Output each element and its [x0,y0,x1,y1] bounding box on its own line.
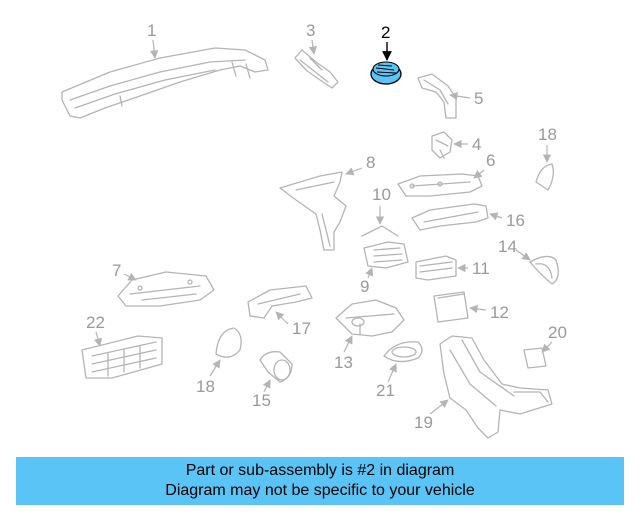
part-4-connector [431,131,453,159]
callout-2: 2 [381,23,390,42]
callout-11: 11 [472,259,490,278]
part-6-long-vent [397,173,483,197]
part-11-square-vent [415,255,457,281]
part-20-flap [523,347,547,369]
info-banner: Part or sub-assembly is #2 in diagram Di… [16,457,624,505]
part-14-curved-vent [529,255,559,285]
part-16-connector-duct [411,203,489,231]
part-9-louvered-vent [363,241,409,269]
callout-22: 22 [86,313,105,332]
part-3-bracket [294,49,339,89]
callout-4: 4 [472,135,481,154]
callout-14: 14 [498,237,517,256]
part-10-clip [361,225,399,237]
part-1-dash-duct [61,47,269,119]
callout-21: 21 [376,381,395,400]
callout-12: 12 [490,303,509,322]
callout-19: 19 [414,413,433,432]
part-2-round-vent-highlighted [370,61,402,85]
part-13-center-housing [335,299,405,337]
callout-9: 9 [360,277,369,296]
callout-13: 13 [334,353,353,372]
part-17-elbow-duct [247,285,313,319]
part-7-tray-vent [117,271,215,307]
callout-5: 5 [474,89,483,108]
callout-8: 8 [366,153,375,172]
parts-diagram: 1 3 2 5 4 18 6 [61,21,567,439]
callout-6: 6 [486,151,495,170]
banner-line-1: Part or sub-assembly is #2 in diagram [185,462,455,479]
callout-20: 20 [548,323,567,342]
callout-1: 1 [147,21,156,40]
callout-18-bottom: 18 [196,377,215,396]
part-22-large-vent [81,335,163,379]
part-18-vent-bottom [215,327,242,358]
part-19-floor-duct [439,335,553,439]
part-15-cylinder-vent [259,351,293,383]
banner-line-2: Diagram may not be specific to your vehi… [165,482,475,499]
part-5-elbow-hose [417,73,457,119]
callout-7: 7 [112,261,121,280]
callout-10: 10 [372,185,391,204]
part-12-rect-vent [433,291,469,323]
callout-3: 3 [306,21,315,40]
callout-15: 15 [252,391,271,410]
part-21-oval-vent [383,341,423,363]
callout-16: 16 [506,211,525,230]
part-8-angled-duct [279,171,347,251]
part-18-vent-top [535,163,554,191]
callout-18-top: 18 [538,125,557,144]
callout-17: 17 [292,319,311,338]
